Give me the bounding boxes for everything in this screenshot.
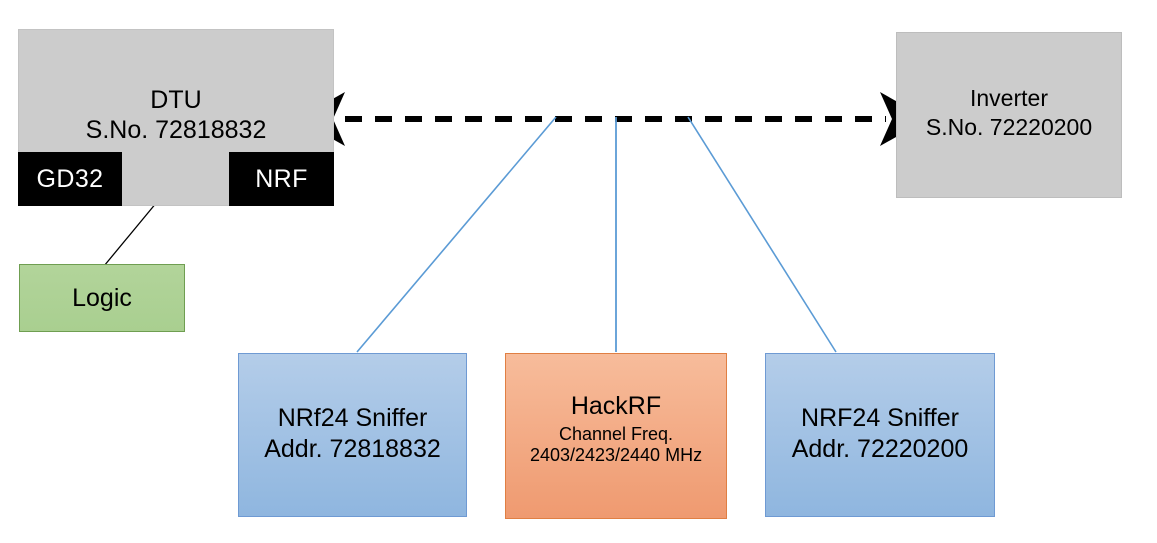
node-sniffer-left[interactable]: NRf24 Sniffer Addr. 72818832: [238, 353, 467, 517]
node-hackrf[interactable]: HackRF Channel Freq. 2403/2423/2440 MHz: [505, 353, 727, 519]
sniffer-right-tap-line: [687, 116, 837, 353]
sniffer-right-title: NRF24 Sniffer: [801, 404, 959, 432]
gd32-label: GD32: [36, 164, 104, 193]
hackrf-frequencies: 2403/2423/2440 MHz: [529, 445, 703, 466]
logic-label: Logic: [72, 284, 132, 312]
hackrf-title: HackRF: [570, 392, 662, 420]
node-gd32[interactable]: GD32: [18, 152, 122, 206]
sniffer-left-tap-line: [356, 116, 557, 353]
node-logic[interactable]: Logic: [19, 264, 185, 332]
inverter-title: Inverter: [970, 85, 1048, 111]
inverter-serial: S.No. 72220200: [925, 113, 1093, 140]
hackrf-channel-label: Channel Freq.: [558, 424, 674, 444]
node-sniffer-right[interactable]: NRF24 Sniffer Addr. 72220200: [765, 353, 995, 517]
sniffer-left-title: NRf24 Sniffer: [277, 404, 428, 432]
sniffer-left-address: Addr. 72818832: [264, 435, 441, 463]
sniffer-right-address: Addr. 72220200: [791, 435, 969, 463]
nrf-label: NRF: [255, 164, 308, 193]
dtu-serial: S.No. 72818832: [85, 116, 267, 144]
node-nrf[interactable]: NRF: [229, 152, 334, 206]
node-inverter[interactable]: Inverter S.No. 72220200: [896, 32, 1122, 198]
dtu-title: DTU: [150, 86, 202, 114]
